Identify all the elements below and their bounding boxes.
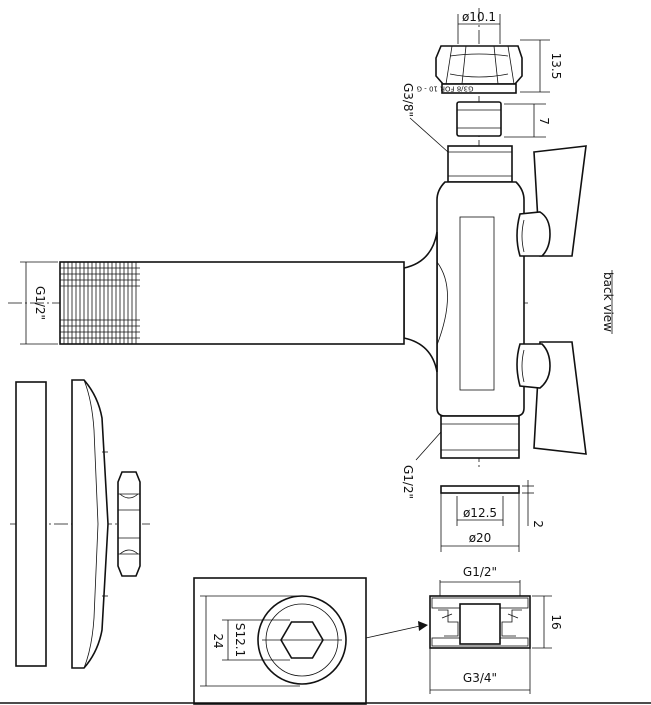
- outlet-thread: [447, 145, 513, 183]
- nut-diameter-label: ø10.1: [462, 10, 496, 24]
- adapter-height-dimension: 16: [532, 595, 563, 649]
- nut-marking: G3/8 FOR 10 - G: [417, 85, 474, 93]
- wall-rosette: [15, 379, 109, 669]
- nut-diameter-dimension: ø10.1: [457, 10, 501, 44]
- tube-thread-label: G1/2": [33, 286, 47, 320]
- stem-length-dimension: 7: [504, 103, 551, 138]
- adapter-top-dimension: G1/2": [439, 565, 521, 596]
- adapter-bottom-label: G3/4": [463, 671, 497, 685]
- detail-frame: [193, 577, 367, 705]
- back-view-label: back view: [601, 272, 615, 332]
- lower-handle: [516, 341, 587, 455]
- washer-dimensions: ø12.5 ø20 2: [440, 480, 545, 552]
- adapter-section: [429, 595, 531, 649]
- bottom-thread-callout: G1/2": [401, 431, 442, 499]
- washer-outer-label: ø20: [469, 531, 492, 545]
- compression-nut: G3/8 FOR 10 - G: [417, 45, 523, 94]
- adapter-bottom-dimension: G3/4": [429, 648, 531, 694]
- body-tube-fillet: [403, 231, 438, 373]
- threaded-inlet-tube: [59, 261, 405, 345]
- adapter-top-label: G1/2": [463, 565, 497, 579]
- outlet-thread-callout: G3/8": [401, 83, 449, 153]
- lock-nut: [117, 471, 141, 577]
- adapter-face-label: 24: [211, 633, 225, 648]
- detail-arrow: [418, 621, 428, 631]
- valve-body: [436, 181, 525, 417]
- stem-length-label: 7: [537, 117, 551, 125]
- washer: [440, 485, 520, 494]
- bottom-thread-label: G1/2": [401, 465, 415, 499]
- nut-height-dimension: 13.5: [520, 39, 563, 93]
- detail-leader: [365, 625, 421, 639]
- outlet-thread-label: G3/8": [401, 83, 415, 117]
- adapter-height-label: 16: [549, 614, 563, 629]
- adapter-end-view: [257, 595, 347, 685]
- nut-height-label: 13.5: [549, 53, 563, 80]
- thread-hatching: [60, 262, 140, 344]
- adapter-face-dimension: 24: [200, 595, 300, 687]
- hex-key-dimension: S12.1: [222, 619, 290, 661]
- hex-key-label: S12.1: [233, 623, 247, 657]
- tube-thread-dimension: G1/2": [20, 261, 58, 345]
- washer-thickness-label: 2: [531, 520, 545, 528]
- stem-tube: [456, 101, 502, 137]
- washer-inner-label: ø12.5: [463, 506, 497, 520]
- upper-handle: [516, 145, 587, 257]
- bottom-thread: [440, 415, 520, 459]
